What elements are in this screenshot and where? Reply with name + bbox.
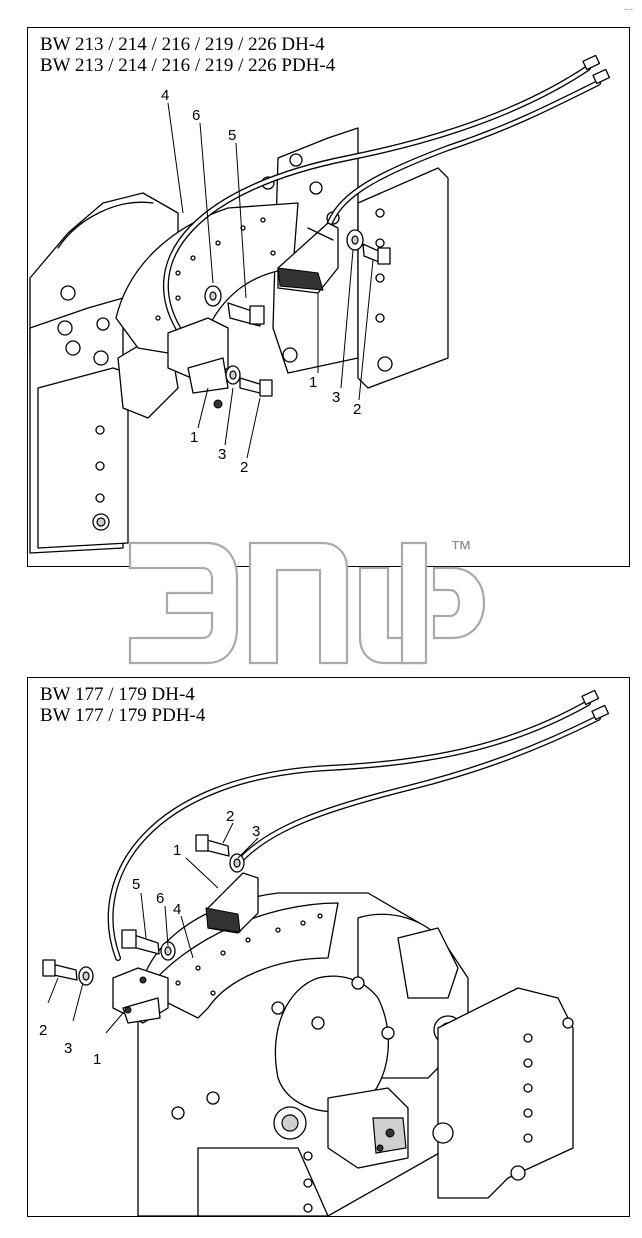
callout-4: 4 xyxy=(173,901,181,918)
title-line: BW 213 / 214 / 216 / 219 / 226 PDH-4 xyxy=(40,55,336,76)
title-line: BW 177 / 179 PDH-4 xyxy=(40,705,206,726)
bottom-brake-caliper-left xyxy=(112,967,169,1024)
callout-2: 2 xyxy=(39,1022,47,1039)
callout-3: 3 xyxy=(252,823,260,840)
top-panel-title: BW 213 / 214 / 216 / 219 / 226 DH-4 BW 2… xyxy=(40,34,335,76)
bottom-brake-disc-segment xyxy=(147,902,339,1019)
callout-1: 1 xyxy=(93,1051,101,1068)
bottom-fasteners xyxy=(42,834,245,986)
callout-1: 1 xyxy=(309,374,317,391)
bottom-exploded-drawing: 2 3 1 5 6 4 2 3 1 xyxy=(39,689,610,1216)
callout-4: 4 xyxy=(161,87,169,104)
callout-5: 5 xyxy=(228,127,236,144)
top-brake-disc-segment xyxy=(115,202,299,359)
callout-1: 1 xyxy=(173,842,181,859)
top-hydraulic-hoses xyxy=(162,54,611,331)
callout-2: 2 xyxy=(226,808,234,825)
bottom-callouts: 2 3 1 5 6 4 2 3 1 xyxy=(39,808,260,1068)
bottom-leader-lines xyxy=(47,822,259,1034)
top-diagram-panel: 4 6 5 1 3 2 1 3 2 BW 213 / 214 / 216 / 2… xyxy=(27,27,630,567)
title-line: BW 213 / 214 / 216 / 219 / 226 DH-4 xyxy=(40,34,325,55)
callout-3: 3 xyxy=(218,446,226,463)
callout-3: 3 xyxy=(64,1040,72,1057)
bottom-hydraulic-hoses xyxy=(107,689,610,961)
callout-3: 3 xyxy=(332,389,340,406)
bottom-brake-caliper-right xyxy=(205,872,259,934)
callout-6: 6 xyxy=(192,107,200,124)
top-brake-caliper-right xyxy=(277,222,339,294)
callout-5: 5 xyxy=(132,876,140,893)
top-exploded-drawing: 4 6 5 1 3 2 1 3 2 xyxy=(29,54,611,554)
watermark-logo xyxy=(128,541,486,665)
top-brake-caliper-left xyxy=(167,317,229,409)
top-axle-housing xyxy=(29,192,179,554)
callout-2: 2 xyxy=(353,401,361,418)
bottom-diagram-panel: 2 3 1 5 6 4 2 3 1 BW 177 / 179 DH-4 BW 1… xyxy=(27,677,630,1217)
top-fasteners xyxy=(204,229,391,397)
top-callouts: 4 6 5 1 3 2 1 3 2 xyxy=(161,87,361,476)
callout-1: 1 xyxy=(190,429,198,446)
corner-mark: -·- xyxy=(624,4,633,14)
callout-6: 6 xyxy=(156,890,164,907)
title-line: BW 177 / 179 DH-4 xyxy=(40,684,195,705)
bottom-panel-title: BW 177 / 179 DH-4 BW 177 / 179 PDH-4 xyxy=(40,684,205,726)
trademark-symbol: ™ xyxy=(450,536,472,561)
callout-2: 2 xyxy=(240,459,248,476)
bottom-axle-housing xyxy=(137,892,574,1216)
top-leader-lines xyxy=(167,102,374,459)
